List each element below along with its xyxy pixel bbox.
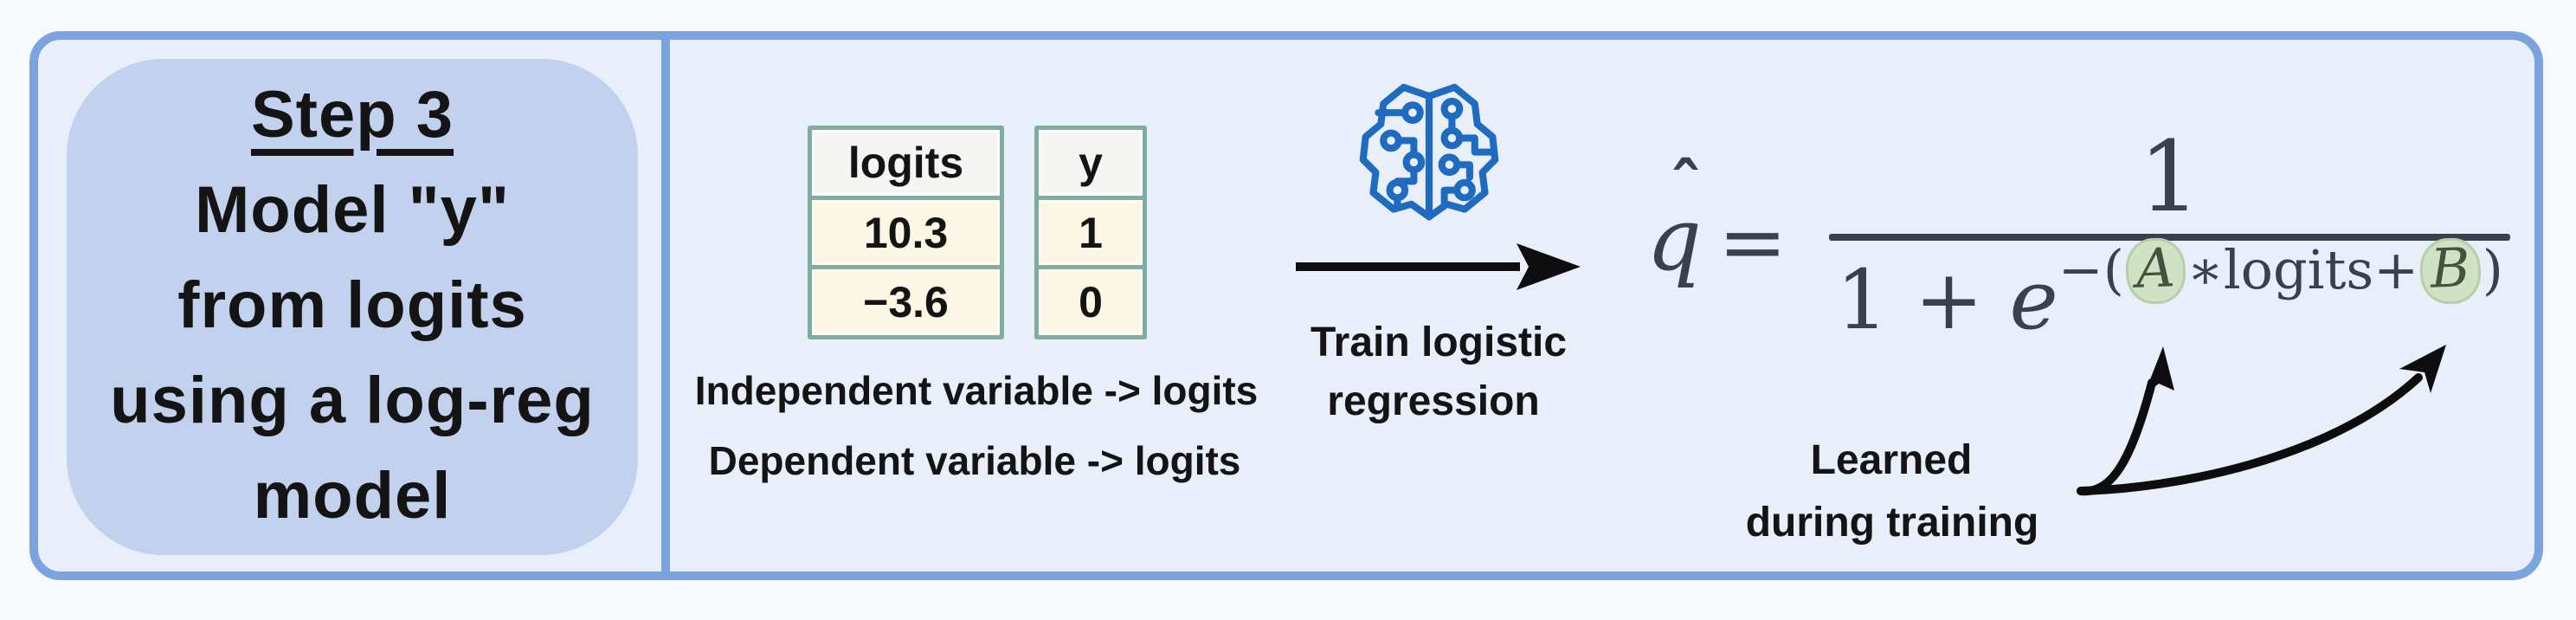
logits-table-row-1: 10.3 <box>812 199 1000 266</box>
train-label-line1: Train logistic <box>1310 320 1568 365</box>
logits-table: logits 10.3 −3.6 <box>808 126 1004 339</box>
brain-circuit-icon <box>1359 83 1499 221</box>
equals-sign: = <box>1718 195 1787 290</box>
exponent: −(A∗logits+B) <box>2058 236 2503 306</box>
step-line-2: Model "y" <box>194 173 510 247</box>
fraction-bar <box>1829 234 2510 241</box>
independent-variable-caption: Independent variable -> logits <box>694 368 1259 413</box>
learned-annotation-line2: during training <box>1745 500 2039 546</box>
step-title: Step 3 <box>250 78 454 152</box>
logits-table-header: logits <box>812 130 1000 196</box>
den-e: e <box>2009 253 2058 348</box>
coefficient-b-highlighted: B <box>2418 236 2482 306</box>
q-letter: q <box>1646 189 1703 290</box>
y-table: y 1 0 <box>1034 126 1147 339</box>
denominator: 1 + e−(A∗logits+B) <box>1829 236 2510 348</box>
q-hat-symbol: ˆ q <box>1646 149 1703 290</box>
dependent-variable-caption: Dependent variable -> logits <box>708 438 1241 483</box>
step-3-box: Step 3 Model "y" from logits using a log… <box>67 59 638 555</box>
exp-close: ) <box>2482 238 2503 301</box>
numerator: 1 <box>2138 121 2201 234</box>
exp-star: ∗ <box>2186 238 2224 301</box>
exp-logits: logits <box>2223 238 2374 301</box>
hat-accent: ˆ <box>1669 149 1703 228</box>
den-plus: + <box>1888 253 2010 348</box>
y-table-row-1: 1 <box>1039 199 1143 266</box>
coefficient-a-highlighted: A <box>2124 236 2186 306</box>
step-line-5: model <box>253 459 452 533</box>
fraction: 1 1 + e−(A∗logits+B) <box>1829 121 2510 346</box>
logits-table-row-2: −3.6 <box>812 269 1000 336</box>
train-label-line2: regression <box>1327 378 1540 424</box>
y-table-row-2: 0 <box>1039 269 1143 336</box>
step-line-4: using a log-reg <box>110 364 595 437</box>
learned-annotation-line1: Learned <box>1810 437 1973 483</box>
section-divider <box>661 36 670 575</box>
exp-open: −( <box>2058 238 2124 301</box>
y-table-header: y <box>1039 130 1143 196</box>
den-one: 1 <box>1836 253 1889 348</box>
step-line-3: from logits <box>177 268 527 342</box>
exp-plus: + <box>2373 238 2419 301</box>
step-3-text: Step 3 Model "y" from logits using a log… <box>110 59 595 544</box>
